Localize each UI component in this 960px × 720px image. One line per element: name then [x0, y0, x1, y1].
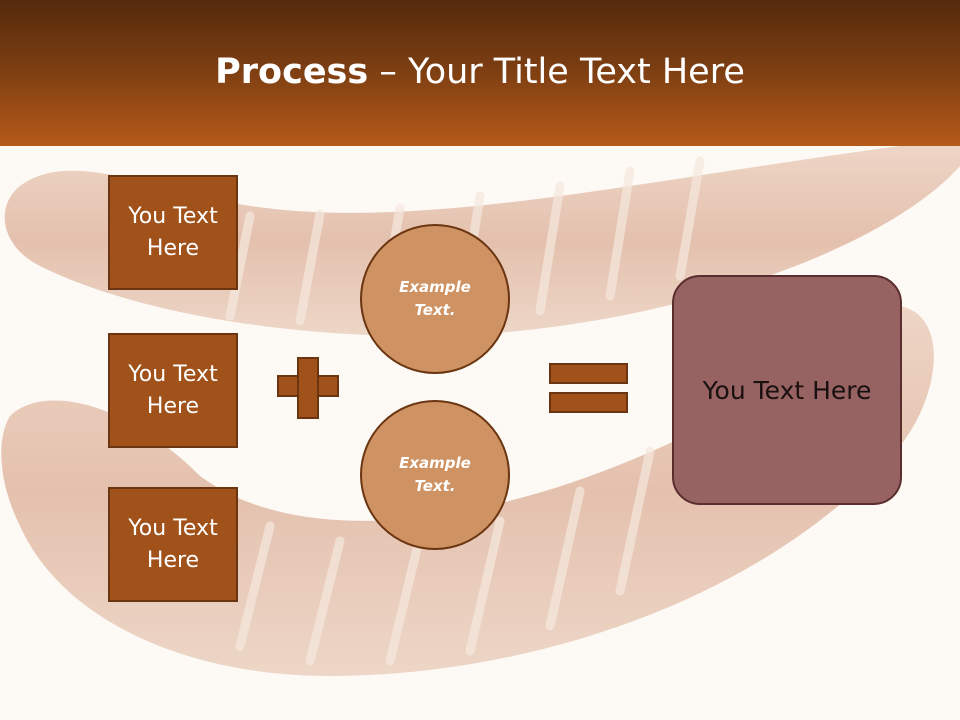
result-box: You Text Here: [672, 275, 902, 505]
title-bold: Process: [215, 52, 369, 92]
title-rest: – Your Title Text Here: [368, 52, 745, 92]
input-box-3: You Text Here: [108, 487, 238, 602]
title-bar: [0, 0, 960, 146]
input-box-2: You Text Here: [108, 333, 238, 448]
example-circle-1: Example Text.: [360, 224, 510, 374]
example-circle-2: Example Text.: [360, 400, 510, 550]
input-box-1: You Text Here: [108, 175, 238, 290]
slide-title: Process – Your Title Text Here: [0, 52, 960, 92]
